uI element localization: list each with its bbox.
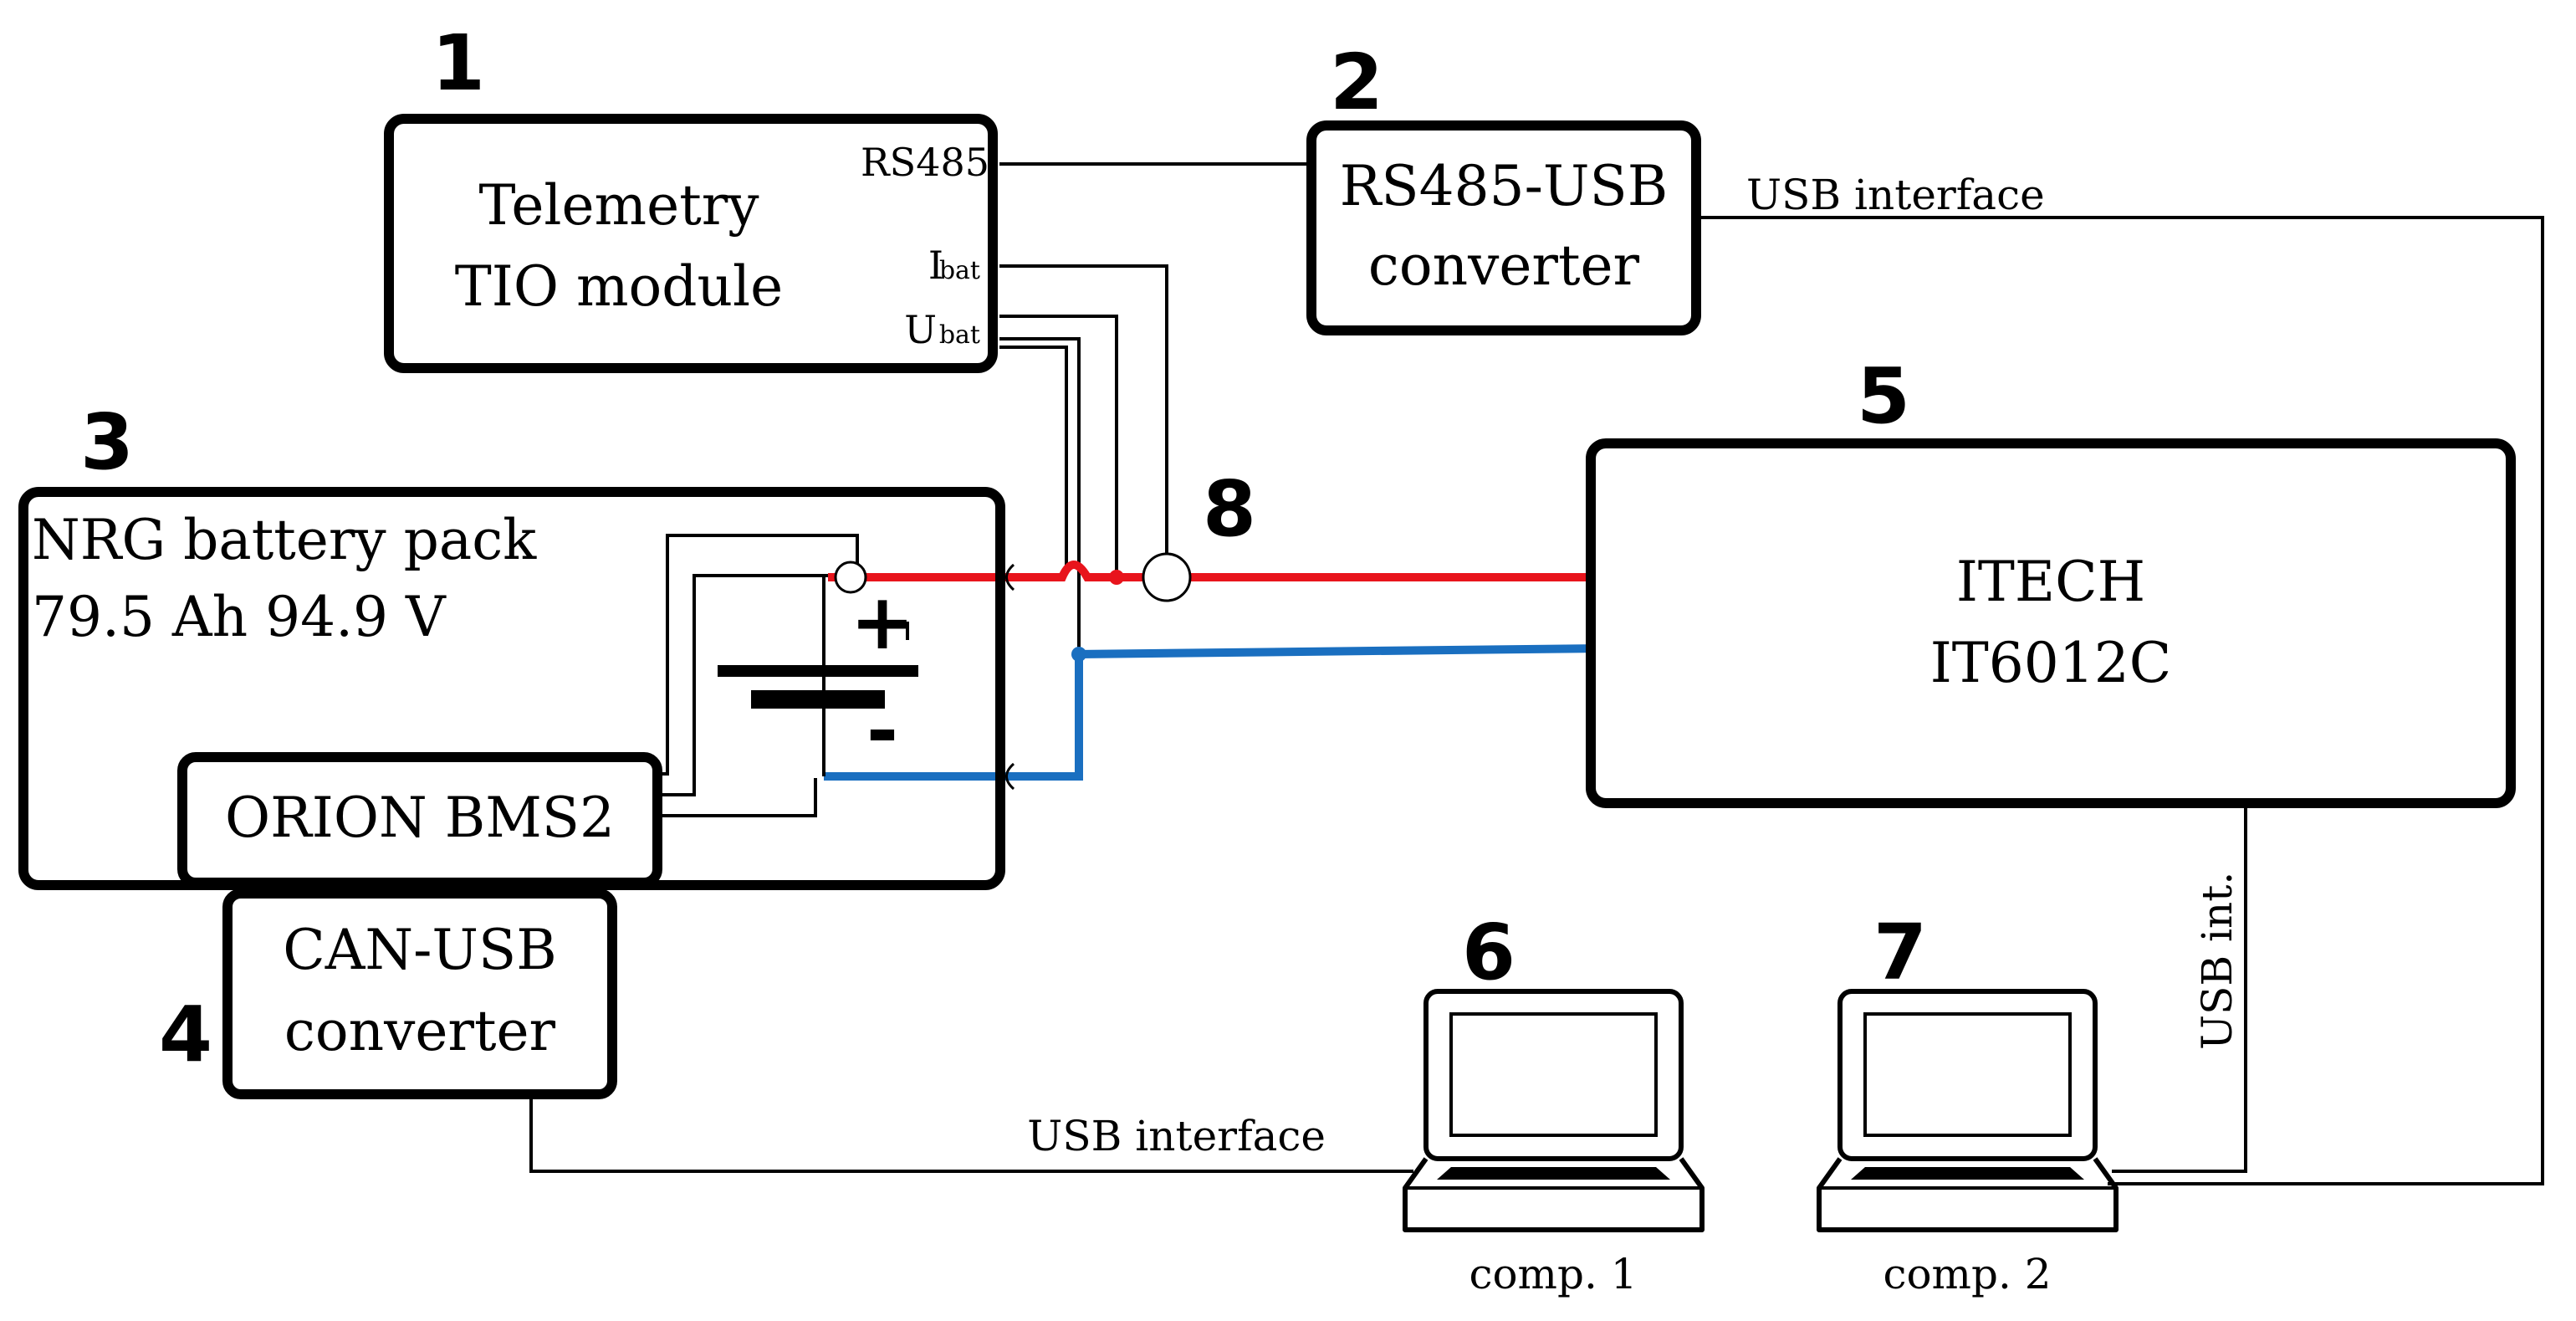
terminals [1005, 563, 1596, 791]
label-number-6: 6 [1462, 908, 1515, 997]
battery-line1: NRG battery pack [32, 508, 537, 572]
comp2-label: comp. 2 [1883, 1250, 2051, 1298]
laptop2-base [1817, 1157, 2119, 1232]
terminal-battery-minus [1005, 762, 1015, 791]
bms-box [177, 752, 662, 888]
laptop1-keyboard [1437, 1167, 1670, 1180]
rs485-usb-box [1306, 120, 1701, 335]
itech-line2: IT6012C [1930, 631, 2172, 695]
terminal-battery-plus [1005, 563, 1015, 591]
label-number-3: 3 [80, 397, 134, 487]
laptop1-screen [1449, 1012, 1658, 1137]
rs485-usb-line2: converter [1368, 233, 1640, 298]
usb-wire-canusb-comp1 [529, 1096, 1413, 1173]
comp1-label: comp. 1 [1469, 1250, 1637, 1298]
laptop2-lid [1837, 989, 2098, 1161]
cell-tap-wire [887, 622, 909, 640]
positive-power-line [828, 561, 1599, 581]
usb-wire-converter-comp2 [1698, 216, 2544, 1185]
ibat-wire-2 [999, 315, 1118, 577]
ubat-wire-2 [999, 346, 1068, 566]
laptop2-keyboard [1851, 1167, 2084, 1180]
usb-int-label: USB int. [2193, 872, 2241, 1050]
port-i: I [928, 243, 943, 288]
telemetry-box [384, 114, 998, 373]
ubat-wire [999, 337, 1081, 653]
battery-line2: 79.5 Ah 94.9 V [32, 585, 447, 649]
power-lines [824, 561, 1600, 781]
label-number-7: 7 [1873, 908, 1927, 997]
label-number-8: 8 [1203, 464, 1256, 554]
bms-label: ORION BMS2 [225, 786, 615, 850]
port-i-sub: bat [939, 256, 980, 285]
can-usb-line1: CAN-USB [283, 918, 557, 982]
cell-plate-short [751, 690, 885, 709]
bms-wire-3 [657, 778, 817, 817]
battery-fuse-circle [834, 561, 867, 594]
battery-cell-symbol [718, 577, 918, 776]
usb-interface-label-top: USB interface [1746, 171, 2045, 219]
bms-wire-2 [657, 574, 828, 796]
label-number-4: 4 [159, 990, 212, 1079]
telemetry-line2: TIO module [455, 254, 783, 319]
laptop1-lid [1423, 989, 1684, 1161]
rs485-usb-line1: RS485-USB [1340, 154, 1669, 218]
usb-wire-itech-comp2 [2112, 803, 2247, 1173]
label-number-1: 1 [432, 18, 485, 108]
usb-interface-label-bottom: USB interface [1027, 1112, 1326, 1160]
laptop-comp1-icon [1403, 989, 1705, 1232]
laptop-comp2-icon [1817, 989, 2119, 1232]
laptop1-base [1403, 1157, 1705, 1232]
port-u: U [904, 307, 937, 352]
battery-plus-sign: + [850, 577, 914, 667]
itech-line1: ITECH [1956, 550, 2145, 614]
label-number-2: 2 [1330, 38, 1383, 127]
port-rs485: RS485 [861, 140, 989, 185]
can-usb-box [222, 888, 617, 1099]
junction-dot-negative [1071, 647, 1086, 662]
cell-plate-long [718, 665, 918, 677]
negative-power-line [824, 644, 1600, 781]
telemetry-line1: Telemetry [478, 173, 759, 238]
ibat-wire [999, 264, 1168, 554]
itech-box [1586, 438, 2516, 808]
laptop2-screen [1863, 1012, 2072, 1137]
battery-minus-sign: - [866, 686, 898, 776]
bms-wire-1 [657, 534, 859, 776]
label-number-5: 5 [1857, 351, 1910, 441]
signal-wires [529, 162, 2544, 1185]
junction-dot-positive [1109, 570, 1124, 585]
can-usb-line2: converter [284, 999, 556, 1063]
port-u-sub: bat [939, 320, 980, 350]
current-sensor-circle [1142, 552, 1192, 602]
